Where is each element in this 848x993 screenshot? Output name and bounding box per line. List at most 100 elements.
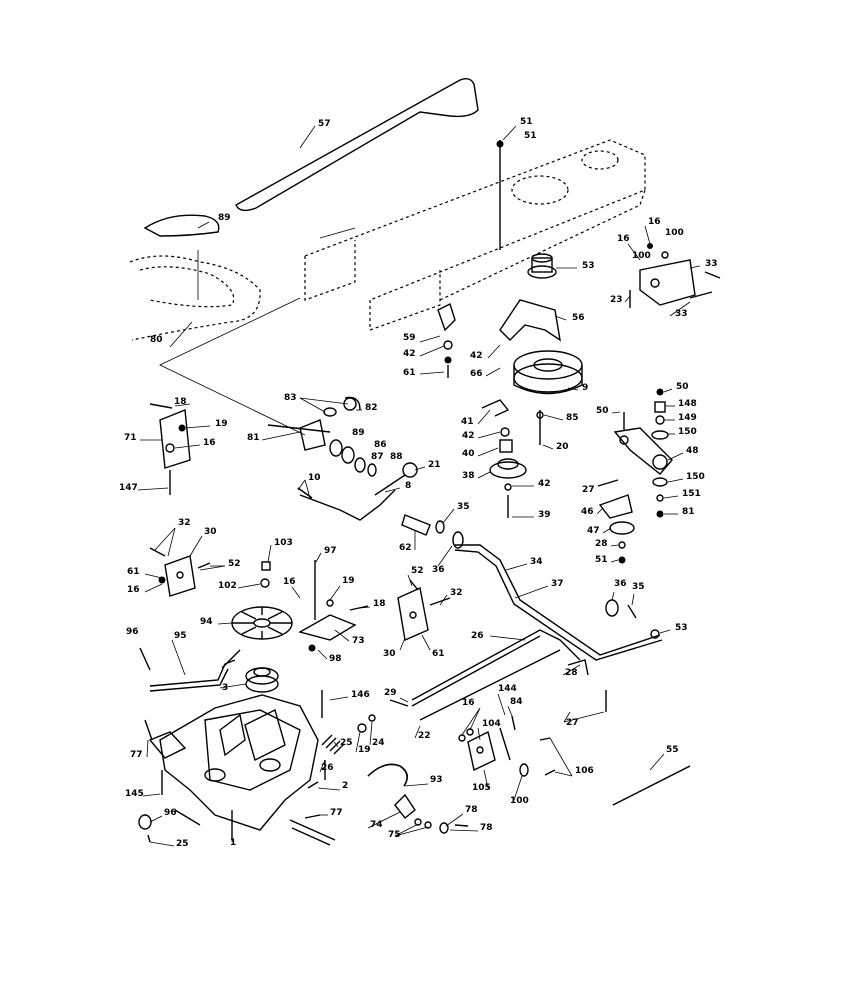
part-label-20: 20 [556, 442, 569, 452]
part-label-16b: 16 [617, 234, 630, 244]
part-label-84: 84 [510, 697, 523, 707]
part-label-82: 82 [365, 403, 378, 413]
part-label-77b: 77 [330, 808, 343, 818]
part-label-19b: 19 [342, 576, 355, 586]
part-label-100b: 100 [632, 251, 651, 261]
part-label-24: 24 [372, 738, 385, 748]
shift-rod-95 [139, 647, 241, 692]
part-label-36b: 36 [614, 579, 627, 589]
part-label-100a: 100 [665, 228, 684, 238]
part-label-19c: 19 [358, 745, 371, 755]
part-label-146: 146 [351, 690, 370, 700]
rod-34 [401, 514, 663, 661]
part-label-105: 105 [472, 783, 491, 793]
part-label-23: 23 [610, 295, 623, 305]
part-label-16f: 16 [462, 698, 475, 708]
part-label-37: 37 [551, 579, 564, 589]
part-label-144: 144 [498, 684, 517, 694]
leader-lines [137, 125, 701, 847]
part-label-59: 59 [403, 333, 416, 343]
part-label-147: 147 [119, 483, 138, 493]
part-label-106: 106 [575, 766, 594, 776]
part-label-53b: 53 [675, 623, 688, 633]
bracket-71 [149, 403, 191, 495]
part-label-151: 151 [682, 489, 701, 499]
part-label-96a: 96 [126, 627, 139, 637]
part-label-26a: 26 [471, 631, 484, 641]
part-label-21: 21 [428, 460, 441, 470]
part-label-53a: 53 [582, 261, 595, 271]
part-label-18a: 18 [174, 397, 187, 407]
spring-55 [612, 765, 691, 806]
part-label-61b: 61 [127, 567, 140, 577]
part-label-66: 66 [470, 369, 483, 379]
part-label-18b: 18 [373, 599, 386, 609]
hardware-stack-left [437, 303, 456, 378]
bolt-hardware [394, 793, 469, 834]
part-label-88: 88 [390, 452, 403, 462]
part-label-50a: 50 [676, 382, 689, 392]
part-label-87: 87 [371, 452, 384, 462]
drive-belt [235, 77, 479, 212]
part-label-57a: 57 [318, 119, 331, 129]
part-label-34: 34 [530, 557, 543, 567]
part-label-52a: 52 [228, 559, 241, 569]
part-label-28a: 28 [595, 539, 608, 549]
part-label-150a: 150 [678, 427, 697, 437]
part-label-51a: 51 [520, 117, 533, 127]
part-label-81b: 81 [682, 507, 695, 517]
part-label-81: 81 [247, 433, 260, 443]
part-label-41: 41 [461, 417, 474, 427]
part-label-16e: 16 [283, 577, 296, 587]
part-label-75: 75 [388, 830, 401, 840]
part-label-97: 97 [324, 546, 337, 556]
part-label-51b: 51 [524, 131, 537, 141]
part-label-2: 2 [342, 781, 348, 791]
mount-bracket [629, 243, 721, 308]
part-label-27a: 27 [582, 485, 595, 495]
part-label-83: 83 [284, 393, 297, 403]
part-label-77a: 77 [130, 750, 143, 760]
bracket-105 [458, 715, 556, 777]
part-label-78b: 78 [480, 823, 493, 833]
part-label-29: 29 [384, 688, 397, 698]
part-label-30b: 30 [383, 649, 396, 659]
part-label-36a: 36 [432, 565, 445, 575]
part-label-73: 73 [352, 636, 365, 646]
part-label-28b: 28 [565, 668, 578, 678]
part-label-42b: 42 [470, 351, 483, 361]
part-label-32a: 32 [178, 518, 191, 528]
part-label-16c: 16 [203, 438, 216, 448]
part-label-61a: 61 [403, 368, 416, 378]
part-label-42c: 42 [462, 431, 475, 441]
part-label-32b: 32 [450, 588, 463, 598]
shaft-81 [267, 396, 361, 451]
part-label-42a: 42 [403, 349, 416, 359]
cooling-fan [231, 561, 293, 640]
part-label-100c: 100 [510, 796, 529, 806]
part-label-3: 3 [222, 683, 228, 693]
part-label-94: 94 [200, 617, 213, 627]
part-label-46: 46 [581, 507, 594, 517]
idler-arm-48 [597, 388, 673, 564]
part-label-47: 47 [587, 526, 600, 536]
part-label-148: 148 [678, 399, 697, 409]
part-label-30a: 30 [204, 527, 217, 537]
part-label-89: 89 [218, 213, 231, 223]
part-label-61c: 61 [432, 649, 445, 659]
part-label-96b: 96 [164, 808, 177, 818]
electric-clutch [513, 350, 583, 395]
transaxle [148, 694, 336, 846]
part-label-16d: 16 [127, 585, 140, 595]
part-label-22: 22 [418, 731, 431, 741]
part-label-38: 38 [462, 471, 475, 481]
part-label-25a: 25 [340, 738, 353, 748]
part-number-labels: 5789805151535659426142669161001610033233… [119, 117, 718, 849]
bracket-30-left [149, 547, 211, 597]
part-label-93: 93 [430, 775, 443, 785]
part-label-8: 8 [405, 481, 411, 491]
rod-26 [389, 629, 607, 721]
part-label-102: 102 [218, 581, 237, 591]
part-label-86: 86 [374, 440, 387, 450]
